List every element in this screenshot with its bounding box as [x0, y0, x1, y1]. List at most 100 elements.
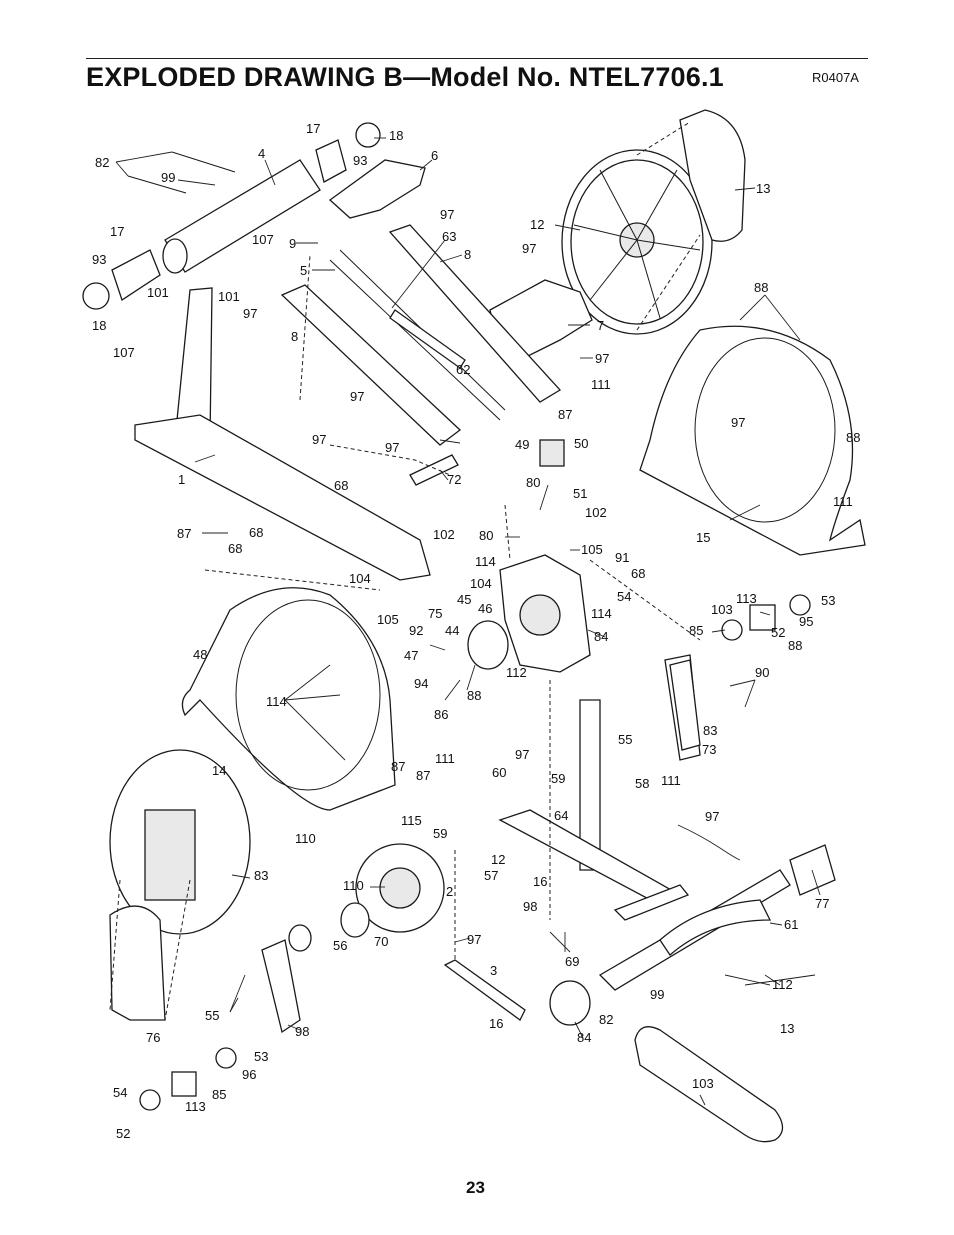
callout-label: 5 — [300, 263, 307, 278]
callout-label: 97 — [243, 306, 257, 321]
pulley-56 — [340, 902, 370, 938]
callout-label: 87 — [177, 526, 191, 541]
hub-54-right — [749, 604, 776, 631]
callout-label: 56 — [333, 938, 347, 953]
callout-label: 18 — [92, 318, 106, 333]
callout-label: 54 — [617, 589, 631, 604]
callout-label: 53 — [254, 1049, 268, 1064]
callout-label: 18 — [389, 128, 403, 143]
arm-69 — [443, 959, 526, 1021]
callout-label: 12 — [530, 217, 544, 232]
callout-label: 110 — [343, 878, 364, 893]
assembly-lines — [109, 121, 701, 1021]
callout-label: 50 — [574, 436, 588, 451]
callout-label: 60 — [492, 765, 506, 780]
page-title: EXPLODED DRAWING B—Model No. NTEL7706.1 — [86, 62, 724, 92]
callout-label: 83 — [703, 723, 717, 738]
callout-label: 98 — [295, 1024, 309, 1039]
callout-label: 105 — [581, 542, 603, 557]
callout-label: 14 — [212, 763, 226, 778]
callout-label: 68 — [631, 566, 645, 581]
callout-label: 97 — [350, 389, 364, 404]
callout-label: 51 — [573, 486, 587, 501]
callout-label: 98 — [523, 899, 537, 914]
callout-label: 107 — [113, 345, 135, 360]
callout-label: 112 — [506, 665, 527, 680]
header-rule — [86, 58, 868, 59]
pedal-arm — [613, 884, 690, 921]
callout-label: 87 — [558, 407, 572, 422]
callout-label: 112 — [772, 977, 793, 992]
belt-96 — [634, 1026, 784, 1143]
shield-15 — [639, 325, 866, 556]
bolt-82-bottom — [744, 974, 816, 986]
shield-14-opening — [235, 599, 381, 791]
callout-label: 113 — [736, 591, 757, 606]
callout-label: 96 — [242, 1067, 256, 1082]
callout-label: 13 — [780, 1021, 794, 1036]
callout-label: 99 — [650, 987, 664, 1002]
callout-label: 17 — [306, 121, 320, 136]
callout-label: 54 — [113, 1085, 127, 1100]
shield-15-opening — [694, 337, 836, 523]
arm-55-right — [669, 659, 701, 751]
arm-55-bottom — [261, 939, 301, 1034]
callout-label: 70 — [374, 934, 388, 949]
callout-label: 73 — [702, 742, 716, 757]
drawing-code: R0407A — [812, 70, 859, 85]
plate-6 — [328, 159, 426, 219]
callout-label: 97 — [522, 241, 536, 256]
callout-label: 88 — [846, 430, 860, 445]
callout-label: 95 — [799, 614, 813, 629]
callout-label: 17 — [110, 224, 124, 239]
callout-label: 61 — [784, 917, 798, 932]
bolt-82-top-b — [127, 175, 187, 194]
callout-label: 110 — [295, 831, 316, 846]
callout-label: 12 — [491, 852, 505, 867]
callout-label: 104 — [470, 576, 492, 591]
end-cap-17-top — [315, 139, 347, 183]
gear-52-right — [789, 594, 811, 616]
page-number: 23 — [466, 1178, 485, 1197]
wire-64 — [677, 824, 741, 861]
callout-label: 97 — [705, 809, 719, 824]
callout-label: 105 — [377, 612, 399, 627]
disk-47 — [467, 620, 509, 670]
callout-label: 99 — [161, 170, 175, 185]
callout-label: 8 — [291, 329, 298, 344]
end-cap-17-left — [111, 249, 161, 302]
callout-label: 13 — [756, 181, 770, 196]
callout-label: 59 — [551, 771, 565, 786]
pulley-61 — [288, 924, 312, 952]
callout-label: 101 — [147, 285, 169, 300]
callout-label: 57 — [484, 868, 498, 883]
callout-label: 68 — [228, 541, 242, 556]
callout-label: 48 — [193, 647, 207, 662]
callout-label: 104 — [349, 571, 371, 586]
callout-labels: 82 99 4 17 18 93 6 12 13 17 93 18 107 9 … — [92, 121, 860, 1141]
callout-label: 86 — [434, 707, 448, 722]
callout-label: 115 — [401, 813, 422, 828]
crank-62 — [389, 309, 466, 369]
callout-label: 62 — [456, 362, 470, 377]
rail-8-left — [280, 284, 462, 446]
tube-4 — [164, 159, 321, 273]
callout-label: 103 — [711, 602, 733, 617]
callout-label: 68 — [249, 525, 263, 540]
callout-label: 93 — [92, 252, 106, 267]
callout-label: 111 — [833, 494, 853, 509]
callout-label: 97 — [385, 440, 399, 455]
bolt-82-top-a — [171, 151, 236, 173]
cover-13-bottom — [109, 905, 166, 1021]
callout-label: 55 — [618, 732, 632, 747]
callout-label: 80 — [479, 528, 493, 543]
callout-label: 76 — [146, 1030, 160, 1045]
callout-label: 82 — [599, 1012, 613, 1027]
callout-label: 97 — [731, 415, 745, 430]
callout-label: 16 — [533, 874, 547, 889]
callout-label: 52 — [771, 625, 785, 640]
base-frame-1 — [134, 414, 431, 581]
callout-label: 83 — [254, 868, 268, 883]
callout-label: 58 — [635, 776, 649, 791]
callout-label: 111 — [661, 773, 681, 788]
